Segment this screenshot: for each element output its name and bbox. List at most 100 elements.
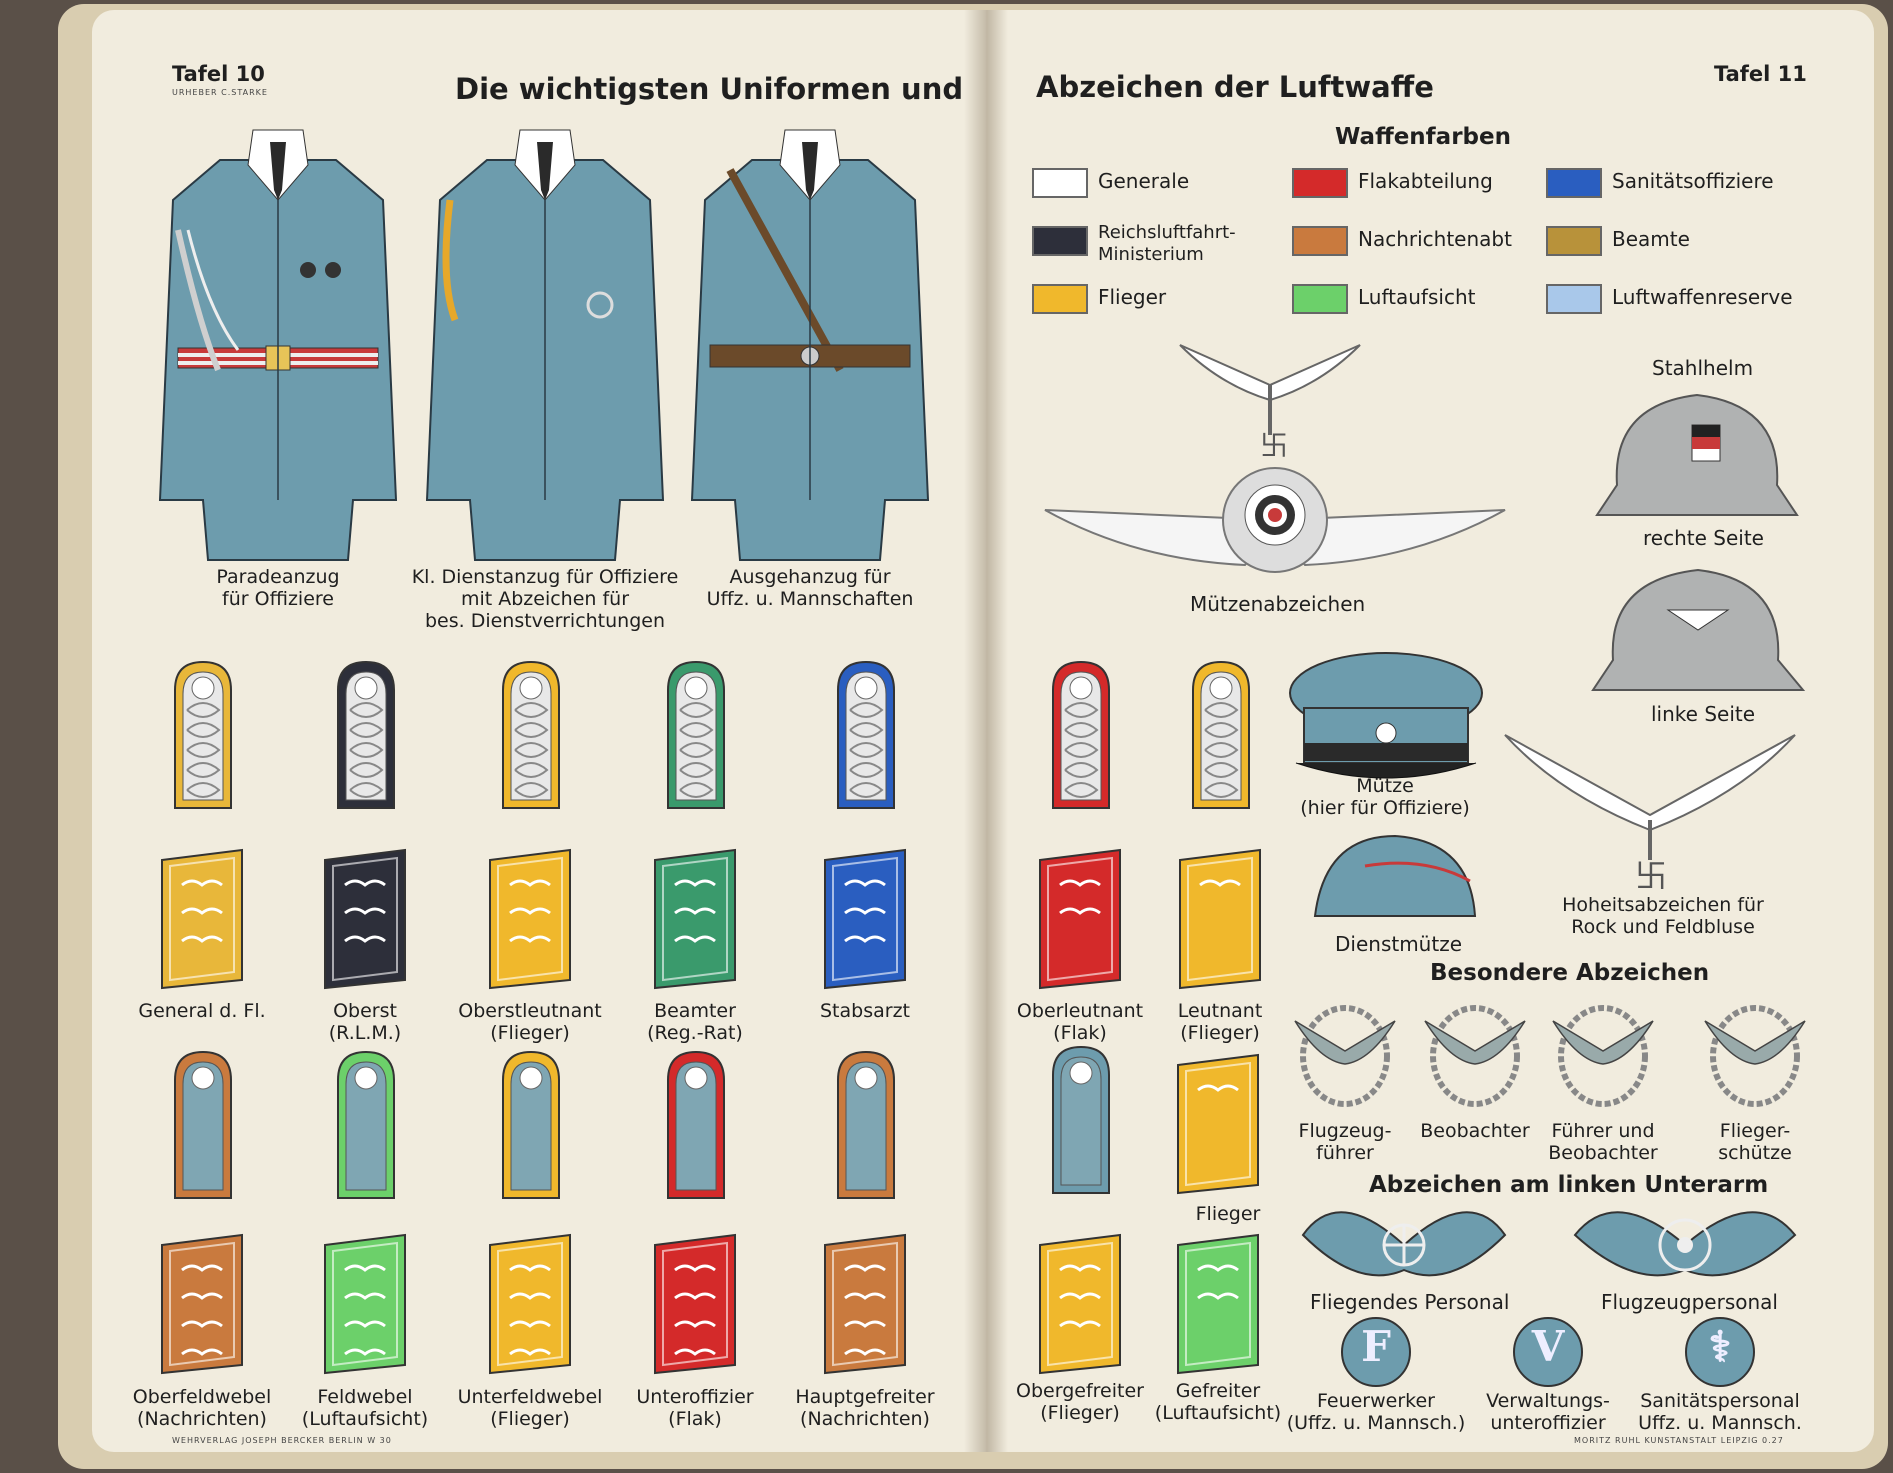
caption-dienstmuetze: Dienstmütze [1335,932,1463,956]
rank-caption: Stabsarzt [820,1000,910,1022]
swatch-label: Flieger [1098,285,1167,309]
sleeve-badge-flying-icon [1301,1211,1507,1277]
rank-caption: Unteroffizier (Flak) [636,1386,754,1430]
collar-patch [1177,1053,1259,1195]
collar-patch [654,848,736,990]
qualification-badge-icon [1294,1005,1396,1107]
cap-badge-icon [1044,467,1506,573]
rank-caption: Oberfeldwebel (Nachrichten) [132,1386,272,1430]
caption-rechte-seite: rechte Seite [1643,526,1764,550]
caption-muetzenabzeichen: Mützenabzeichen [1190,592,1366,616]
swatch-label: Luftwaffenreserve [1612,285,1793,309]
shoulder-strap [1052,660,1110,809]
swatch-label: Flakabteilung [1358,169,1493,193]
collar-patch [1179,848,1261,990]
badge-letter: F [1361,1322,1391,1371]
collar-patch [654,1233,736,1375]
eagle-icon: 卐 [1179,344,1361,462]
caption-flugzeugpersonal: Flugzeugpersonal [1601,1290,1778,1314]
rank-caption: Flugzeug- führer [1298,1120,1392,1164]
shoulder-strap [502,1050,560,1199]
rank-caption: Leutnant (Flieger) [1177,1000,1263,1044]
badge-letter: V [1531,1322,1565,1371]
color-swatch [1546,284,1602,314]
waffenfarben-heading: Waffenfarben [1335,124,1511,150]
collar-patch [161,848,243,990]
color-swatch [1292,226,1348,256]
collar-patch [324,1233,406,1375]
rank-caption: Feuerwerker (Uffz. u. Mannsch.) [1286,1390,1466,1434]
rank-caption: Unterfeldwebel (Flieger) [457,1386,603,1430]
rank-caption: General d. Fl. [138,1000,266,1022]
swatch-label: Generale [1098,169,1190,193]
caption-stahlhelm: Stahlhelm [1652,356,1754,380]
shoulder-strap [837,1050,895,1199]
rank-caption: Hauptgefreiter (Nachrichten) [795,1386,935,1430]
credit-text: URHEBER C.STARKE [172,88,268,97]
qualification-badge-icon [1552,1005,1654,1107]
rank-caption: Beamter (Reg.-Rat) [647,1000,743,1044]
collar-patch [489,1233,571,1375]
field-cap-icon [1313,834,1477,917]
badge-letter: ⚕ [1708,1322,1732,1371]
shoulder-strap [667,660,725,809]
shoulder-strap [337,1050,395,1199]
rank-caption: Oberleutnant (Flak) [1016,1000,1144,1044]
rank-caption: Feldwebel (Luftaufsicht) [301,1386,429,1430]
color-swatch [1032,168,1088,198]
rank-caption: Oberstleutnant (Flieger) [458,1000,602,1044]
officer-cap-icon [1289,652,1483,779]
uniform-parade [158,129,398,561]
collar-patch [1039,848,1121,990]
svg-text:卐: 卐 [1635,857,1667,895]
caption-muetze: Mütze (hier für Offiziere) [1300,775,1470,819]
swatch-label: Beamte [1612,227,1690,251]
shoulder-strap [174,660,232,809]
rank-caption: Verwaltungs- unteroffizier [1486,1390,1610,1434]
uniform-service [425,129,665,561]
printer-text: MORITZ RUHL KUNSTANSTALT LEIPZIG 0.27 [1574,1436,1784,1445]
rank-caption: Gefreiter (Luftaufsicht) [1154,1380,1282,1424]
rank-caption: Führer und Beobachter [1548,1120,1658,1164]
color-swatch [1292,168,1348,198]
collar-patch [1039,1233,1121,1375]
collar-patch [324,848,406,990]
helmet-right-icon [1595,393,1799,516]
swatch-label: Nachrichtenabt [1358,227,1512,251]
plate-number-right: Tafel 11 [1714,62,1807,86]
svg-text:卐: 卐 [1260,429,1288,462]
qualification-badge-icon [1704,1005,1806,1107]
shoulder-strap [667,1050,725,1199]
unterarm-heading: Abzeichen am linken Unterarm [1369,1172,1769,1198]
rank-caption: Oberst (R.L.M.) [328,1000,402,1044]
trade-badge-icon [1513,1317,1583,1387]
swatch-label: Luftaufsicht [1358,285,1476,309]
color-swatch [1546,226,1602,256]
swatch-label: Reichsluftfahrt- Ministerium [1098,222,1236,265]
shoulder-strap [1192,660,1250,809]
uniform-caption: Kl. Dienstanzug für Offiziere mit Abzeic… [411,566,679,632]
plate-number-left: Tafel 10 [172,62,265,86]
rank-caption: Flieger- schütze [1718,1120,1792,1164]
uniform-walking-out [690,129,930,561]
trade-badge-icon [1685,1317,1755,1387]
color-swatch [1032,284,1088,314]
sleeve-badge-aircrew-icon [1573,1211,1797,1277]
color-swatch [1546,168,1602,198]
book-gutter [964,10,1008,1452]
collar-patch [161,1233,243,1375]
rank-caption: Flieger [1195,1203,1261,1225]
shoulder-strap [174,1050,232,1199]
besondere-heading: Besondere Abzeichen [1430,960,1710,986]
shoulder-strap [1052,1045,1110,1194]
rank-caption: Obergefreiter (Flieger) [1016,1380,1144,1424]
collar-patch [824,1233,906,1375]
page-title-right: Abzeichen der Luftwaffe [1036,70,1434,104]
caption-hoheitsabzeichen: Hoheitsabzeichen für Rock und Feldbluse [1562,894,1764,938]
qualification-badge-icon [1424,1005,1526,1107]
shoulder-strap [502,660,560,809]
national-emblem-icon: 卐 [1504,734,1796,895]
caption-linke-seite: linke Seite [1651,702,1756,726]
publisher-text: WEHRVERLAG JOSEPH BERCKER BERLIN W 30 [172,1436,392,1445]
uniform-caption: Ausgehanzug für Uffz. u. Mannschaften [706,566,914,610]
